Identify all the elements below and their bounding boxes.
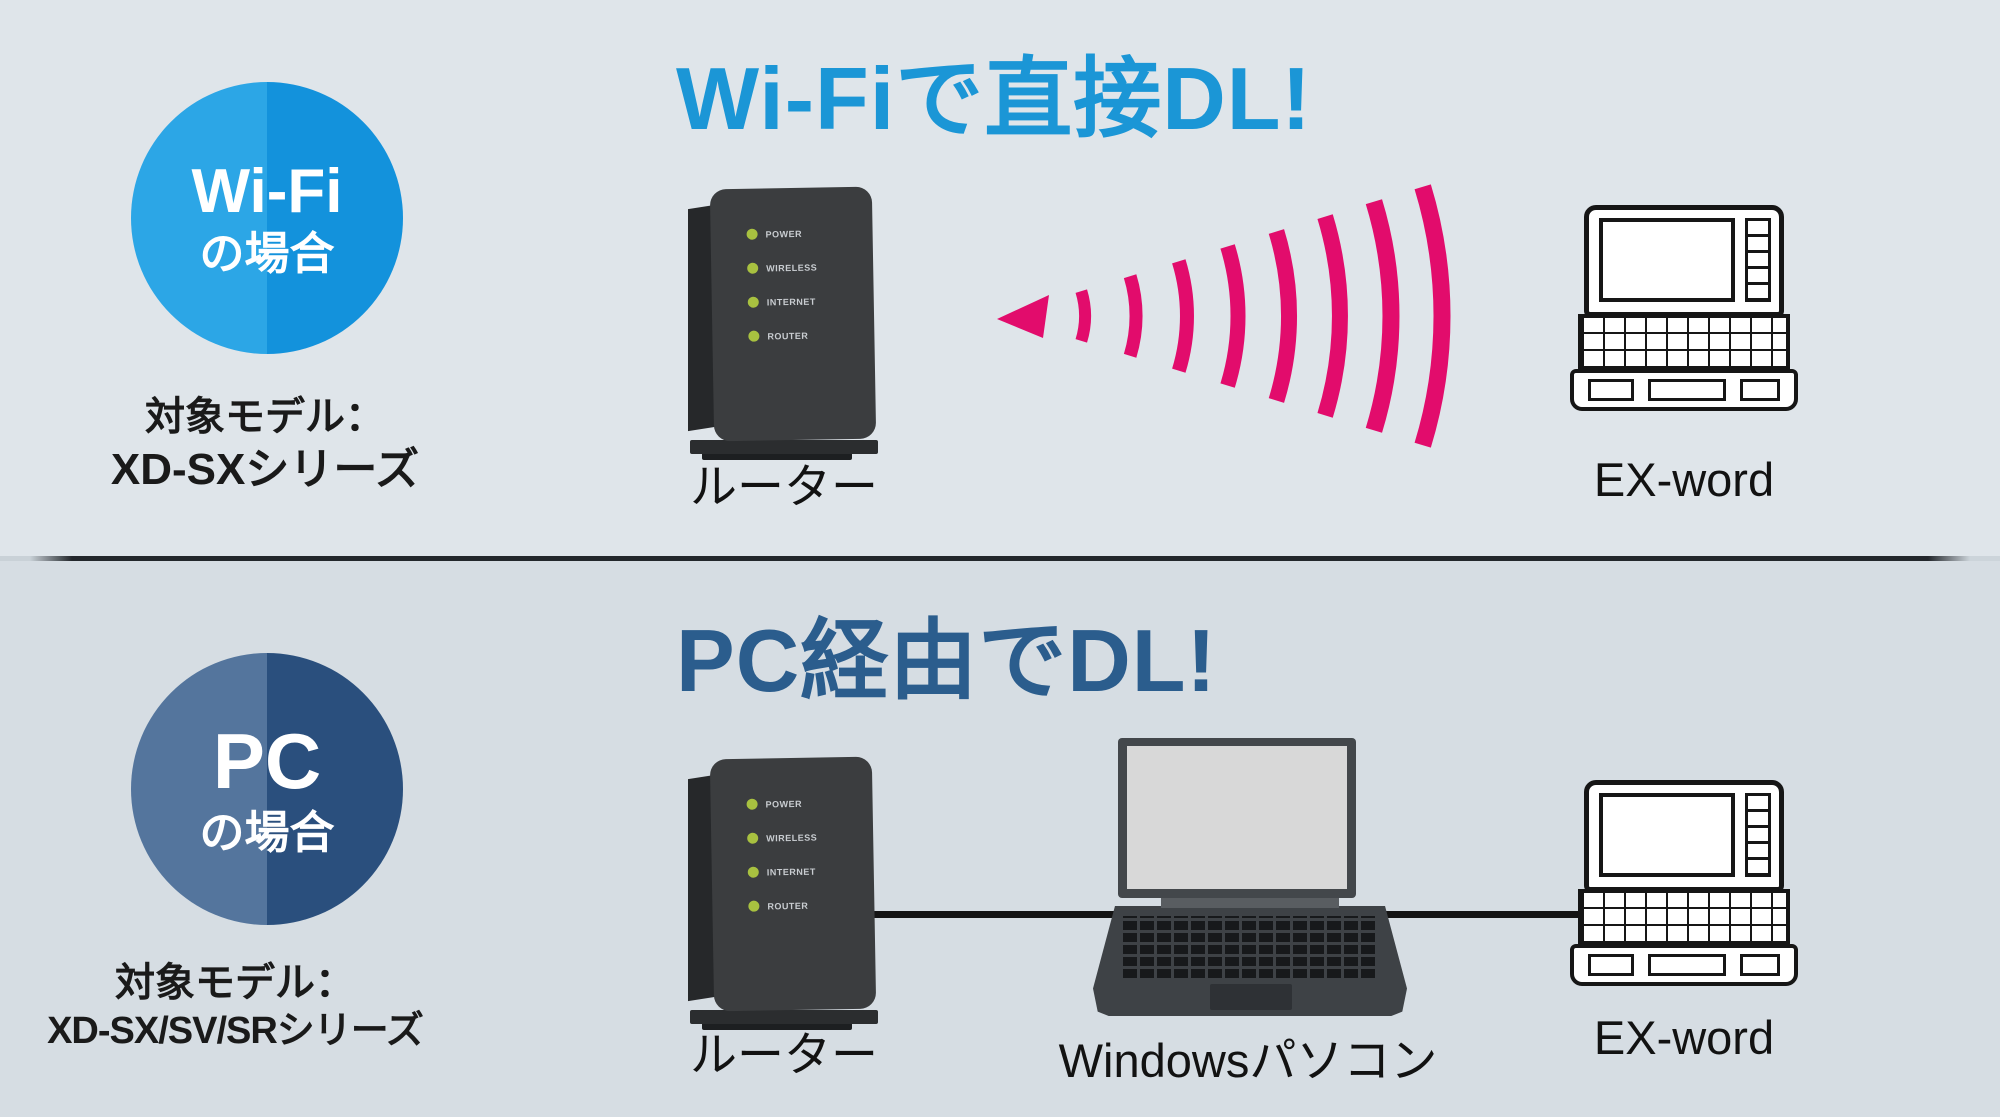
router-label: ルーター	[690, 1028, 878, 1081]
windows-pc-illustration	[1093, 738, 1407, 1026]
exword-illustration	[1570, 205, 1798, 427]
led-icon	[747, 296, 759, 308]
led-row: INTERNET	[747, 296, 818, 308]
badge-left-half	[131, 82, 267, 354]
exword-side-buttons	[1745, 218, 1771, 302]
model-label: 対象モデル：	[115, 961, 355, 1005]
led-icon	[747, 262, 759, 274]
laptop-keyboard	[1123, 916, 1377, 978]
led-row: WIRELESS	[747, 262, 817, 274]
wave-arrowhead	[997, 295, 1049, 338]
router-front-panel: POWER WIRELESS INTERNET ROUTER	[709, 756, 877, 1012]
exword-keyboard	[1578, 314, 1790, 372]
wave-arc	[1220, 244, 1246, 388]
windows-pc-label: Windowsパソコン	[1058, 1034, 1438, 1087]
router-illustration: POWER WIRELESS INTERNET ROUTER	[688, 752, 880, 1030]
section-divider	[0, 556, 2000, 561]
exword-display	[1599, 218, 1735, 302]
led-label: ROUTER	[767, 900, 809, 911]
led-label: WIRELESS	[766, 262, 818, 273]
wifi-waves-icon	[997, 184, 1451, 448]
wave-arc	[1365, 199, 1400, 433]
led-label: INTERNET	[766, 866, 816, 877]
pc-section: PC経由でDL! PC の場合 対象モデル： XD-SX/SV/SRシリーズ	[0, 558, 2000, 1117]
led-label: WIRELESS	[766, 832, 818, 843]
laptop-screen	[1118, 738, 1356, 898]
model-value: XD-SXシリーズ	[110, 445, 420, 494]
exword-base	[1570, 944, 1798, 986]
router-label: ルーター	[690, 460, 878, 513]
wifi-badge-text: Wi-Fi の場合	[131, 82, 403, 354]
wave-arc	[1414, 184, 1451, 448]
model-value: XD-SX/SV/SRシリーズ	[47, 1010, 424, 1052]
model-label: 対象モデル：	[145, 395, 385, 439]
wifi-section-title: Wi-Fiで直接DL!	[676, 49, 1312, 148]
exword-screen-panel	[1584, 780, 1784, 892]
badge-right-half	[267, 653, 403, 925]
pc-badge-text: PC の場合	[131, 653, 403, 925]
wave-arc	[1317, 214, 1348, 418]
badge-left-half	[131, 653, 267, 925]
exword-base-key	[1740, 954, 1780, 976]
exword-keyboard	[1578, 889, 1790, 947]
exword-base	[1570, 369, 1798, 411]
led-row: INTERNET	[747, 866, 818, 878]
led-icon	[747, 866, 759, 878]
badge-line2: の場合	[199, 807, 335, 859]
pc-case-badge: PC の場合	[131, 653, 403, 925]
router-base	[690, 440, 878, 454]
led-icon	[746, 228, 758, 240]
led-label: POWER	[765, 798, 803, 809]
exword-base-key	[1648, 954, 1726, 976]
led-row: POWER	[746, 798, 817, 810]
router-illustration: POWER WIRELESS INTERNET ROUTER	[688, 182, 880, 460]
led-row: ROUTER	[748, 900, 818, 912]
badge-line1: Wi-Fi	[191, 156, 343, 226]
exword-side-buttons	[1745, 793, 1771, 877]
led-icon	[747, 832, 759, 844]
led-icon	[748, 900, 760, 912]
led-label: INTERNET	[766, 296, 816, 307]
exword-screen-panel	[1584, 205, 1784, 317]
wave-arc	[1268, 229, 1297, 403]
exword-base-key	[1588, 379, 1634, 401]
wave-arc	[1075, 289, 1091, 343]
exword-illustration	[1570, 780, 1798, 1002]
router-base-shadow	[702, 1022, 852, 1030]
exword-base-key	[1648, 379, 1726, 401]
led-row: ROUTER	[748, 330, 818, 342]
badge-right-half	[267, 82, 403, 354]
pc-section-title: PC経由でDL!	[676, 611, 1217, 710]
led-label: POWER	[765, 228, 803, 239]
router-led-panel: POWER WIRELESS INTERNET ROUTER	[746, 228, 819, 342]
led-icon	[748, 330, 760, 342]
exword-label: EX-word	[1593, 1011, 1775, 1064]
exword-label: EX-word	[1593, 453, 1775, 506]
laptop-hinge	[1161, 898, 1339, 908]
router-front-panel: POWER WIRELESS INTERNET ROUTER	[709, 186, 877, 442]
exword-base-key	[1588, 954, 1634, 976]
pc-target-models: 対象モデル： XD-SX/SV/SRシリーズ	[25, 958, 445, 1056]
wave-arc	[1123, 274, 1143, 358]
router-base-shadow	[702, 452, 852, 460]
led-icon	[746, 798, 758, 810]
wifi-target-models: 対象モデル： XD-SXシリーズ	[55, 392, 475, 497]
wifi-section: Wi-Fiで直接DL! Wi-Fi の場合 対象モデル： XD-SXシリーズ	[0, 0, 2000, 558]
laptop-display	[1127, 746, 1347, 889]
laptop-body	[1093, 906, 1407, 1016]
router-led-panel: POWER WIRELESS INTERNET ROUTER	[746, 798, 819, 912]
exword-display	[1599, 793, 1735, 877]
laptop-trackpad	[1210, 984, 1292, 1010]
led-label: ROUTER	[767, 330, 809, 341]
badge-line2: の場合	[199, 227, 335, 279]
wifi-case-badge: Wi-Fi の場合	[131, 82, 403, 354]
exword-base-key	[1740, 379, 1780, 401]
wave-arc	[1172, 259, 1194, 373]
router-base	[690, 1010, 878, 1024]
led-row: POWER	[746, 228, 817, 240]
badge-line1: PC	[212, 717, 322, 806]
led-row: WIRELESS	[747, 832, 817, 844]
